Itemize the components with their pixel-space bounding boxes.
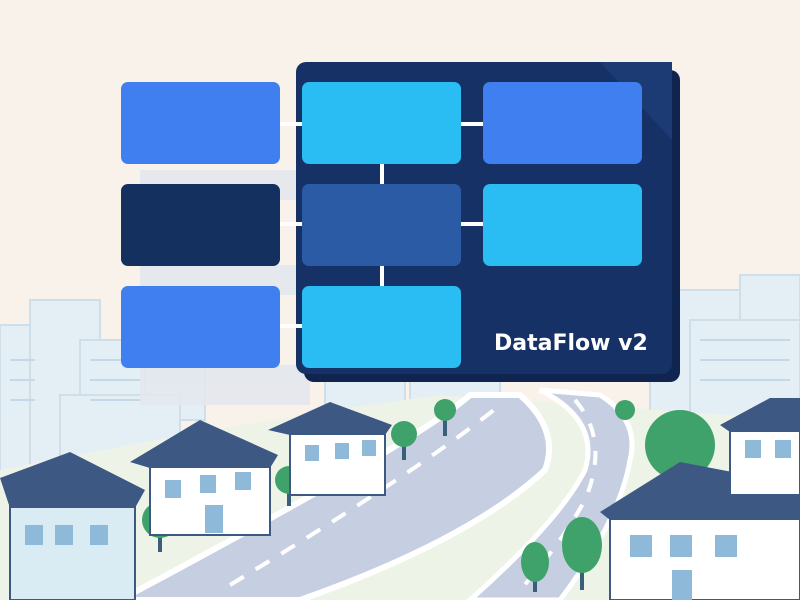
tree-icon xyxy=(562,517,602,590)
connectors xyxy=(279,122,485,328)
road-markings xyxy=(228,403,502,587)
data-block-r1c1 xyxy=(121,82,280,164)
road-right-markings xyxy=(518,398,598,592)
data-block-r1c2 xyxy=(302,82,461,164)
tree-icon xyxy=(391,421,417,460)
data-block-r3c2 xyxy=(302,286,461,368)
house-icon xyxy=(0,452,145,600)
house-icon xyxy=(130,420,278,536)
data-block-r2c1 xyxy=(121,184,280,266)
house-icon xyxy=(268,402,392,496)
data-block-r2c2 xyxy=(302,184,461,266)
dataflow-label: DataFlow v2 xyxy=(494,331,648,356)
tree-icon xyxy=(434,399,456,436)
data-blocks xyxy=(121,82,642,368)
house-icon xyxy=(600,462,800,600)
tree-icon xyxy=(521,542,549,592)
data-block-r2c3 xyxy=(483,184,642,266)
tree-icon xyxy=(645,410,715,480)
data-block-r3c1 xyxy=(121,286,280,368)
data-block-r1c3 xyxy=(483,82,642,164)
tree-icon xyxy=(615,400,635,420)
house-icon xyxy=(720,398,800,496)
